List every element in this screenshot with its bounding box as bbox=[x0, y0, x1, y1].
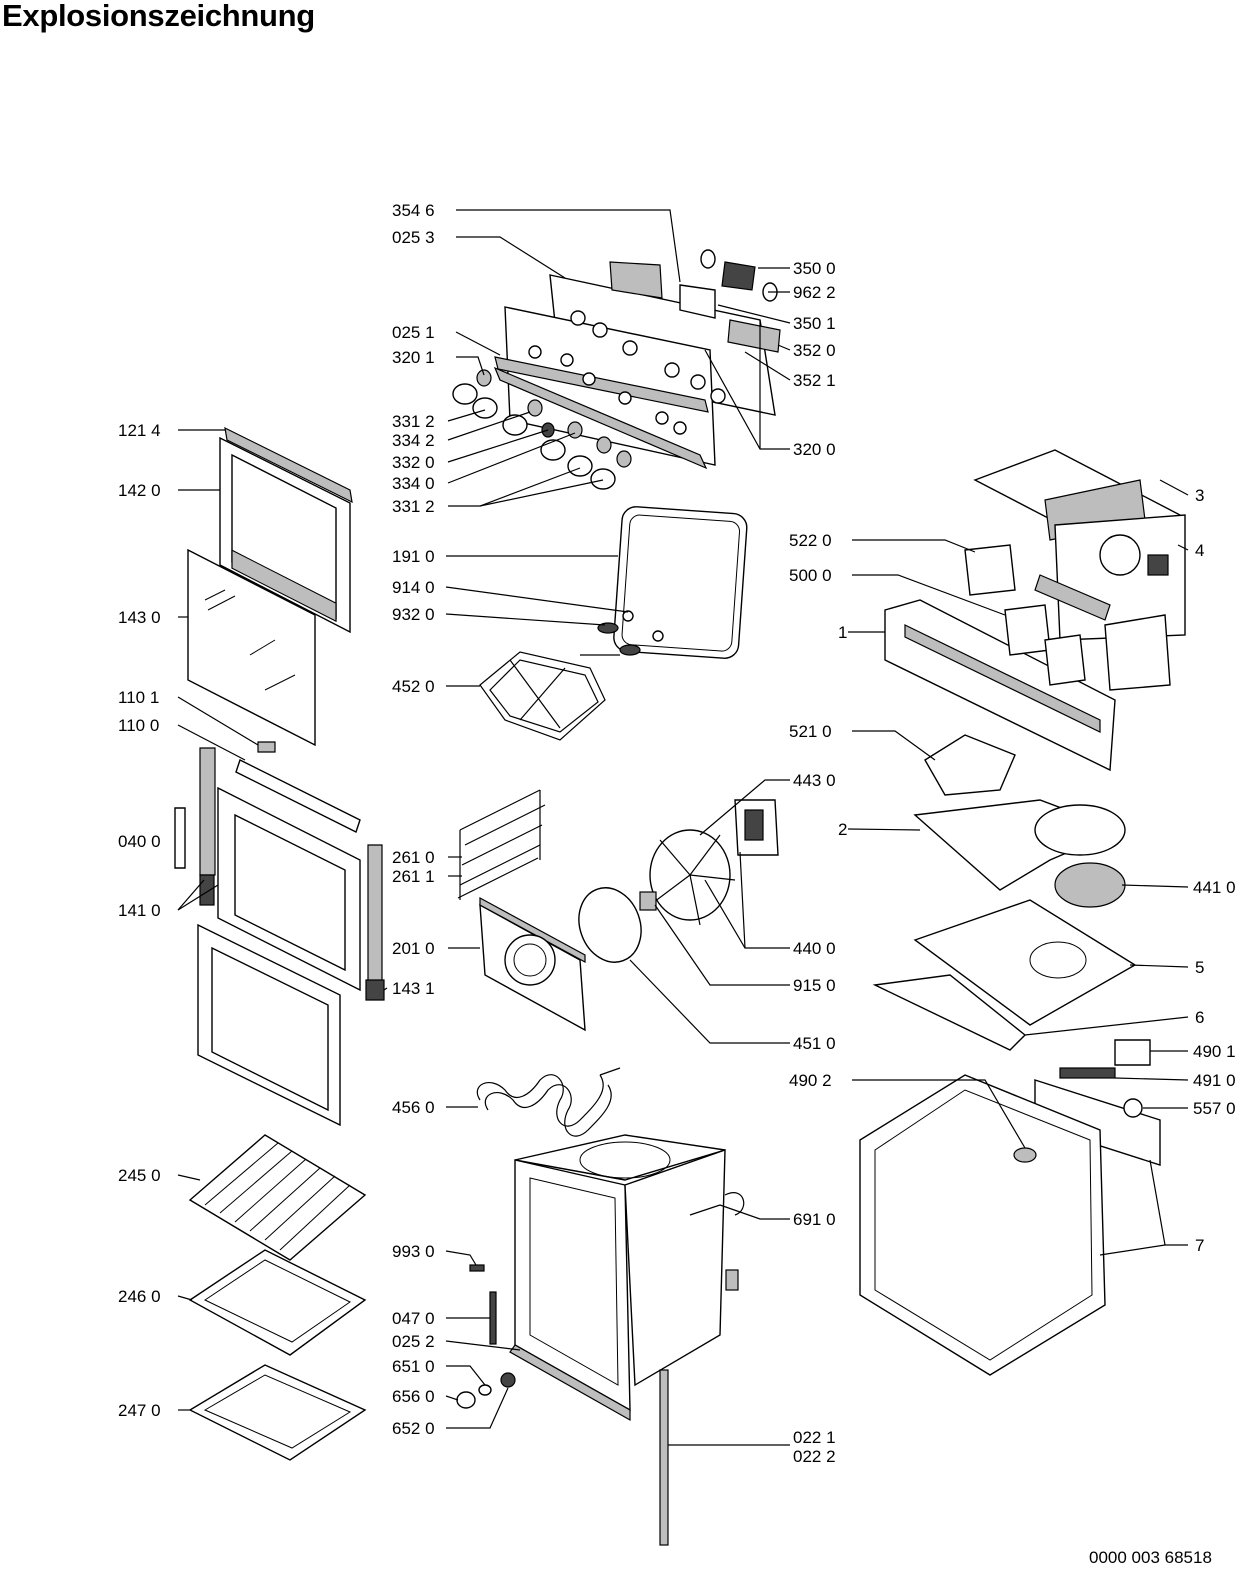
callout-350-0: 350 0 bbox=[793, 259, 836, 278]
control-panel-group bbox=[493, 249, 781, 470]
callout-451-0: 451 0 bbox=[793, 1034, 836, 1053]
lower-heater bbox=[476, 1067, 621, 1137]
callout-143-0: 143 0 bbox=[118, 608, 161, 627]
callout-141-0: 141 0 bbox=[118, 901, 161, 920]
callout-047-0: 047 0 bbox=[392, 1309, 435, 1328]
door-assembly bbox=[174, 426, 385, 1127]
callout-490-2: 490 2 bbox=[789, 1071, 832, 1090]
callout-110-0: 110 0 bbox=[118, 716, 159, 735]
callout-962-2: 962 2 bbox=[793, 283, 836, 302]
callout-652-0: 652 0 bbox=[392, 1419, 435, 1438]
callout-247-0: 247 0 bbox=[118, 1401, 161, 1420]
document-number: 0000 003 68518 bbox=[1089, 1548, 1212, 1567]
callout-246-0: 246 0 bbox=[118, 1287, 161, 1306]
callout-500-0: 500 0 bbox=[789, 566, 832, 585]
callout-352-1: 352 1 bbox=[793, 371, 836, 390]
callout-2: 2 bbox=[838, 820, 847, 839]
callout-331-2-a: 331 2 bbox=[392, 412, 435, 431]
callout-5: 5 bbox=[1195, 958, 1204, 977]
racks-and-trays bbox=[188, 1134, 367, 1461]
housing-assemblies bbox=[859, 449, 1186, 1376]
callout-201-0: 201 0 bbox=[392, 939, 435, 958]
callout-452-0: 452 0 bbox=[392, 677, 435, 696]
callout-443-0: 443 0 bbox=[793, 771, 836, 790]
callout-915-0: 915 0 bbox=[793, 976, 836, 995]
callout-022-2: 022 2 bbox=[793, 1447, 836, 1466]
callout-656-0: 656 0 bbox=[392, 1387, 435, 1406]
callout-334-0: 334 0 bbox=[392, 474, 435, 493]
callout-142-0: 142 0 bbox=[118, 481, 161, 500]
callout-6: 6 bbox=[1195, 1008, 1204, 1027]
callout-7: 7 bbox=[1195, 1236, 1204, 1255]
callout-440-0: 440 0 bbox=[793, 939, 836, 958]
callout-143-1: 143 1 bbox=[392, 979, 435, 998]
callout-025-2: 025 2 bbox=[392, 1332, 435, 1351]
callout-labels: 354 6 025 3 350 0 962 2 350 1 025 1 320 … bbox=[118, 201, 1236, 1466]
callout-025-3: 025 3 bbox=[392, 228, 435, 247]
callout-121-4: 121 4 bbox=[118, 421, 161, 440]
callout-691-0: 691 0 bbox=[793, 1210, 836, 1229]
callout-993-0: 993 0 bbox=[392, 1242, 435, 1261]
callout-4: 4 bbox=[1195, 541, 1204, 560]
callout-331-2-b: 331 2 bbox=[392, 497, 435, 516]
oven-interior-parts bbox=[457, 789, 779, 1032]
callout-441-0: 441 0 bbox=[1193, 878, 1236, 897]
callout-191-0: 191 0 bbox=[392, 547, 435, 566]
callout-456-0: 456 0 bbox=[392, 1098, 435, 1117]
callout-651-0: 651 0 bbox=[392, 1357, 435, 1376]
callout-522-0: 522 0 bbox=[789, 531, 832, 550]
callout-022-1: 022 1 bbox=[793, 1428, 836, 1447]
callout-332-0: 332 0 bbox=[392, 453, 435, 472]
callout-320-0: 320 0 bbox=[793, 440, 836, 459]
leader-lines bbox=[177, 209, 1189, 1446]
callout-352-0: 352 0 bbox=[793, 341, 836, 360]
page-title: Explosionszeichnung bbox=[2, 0, 315, 33]
callout-1: 1 bbox=[838, 623, 847, 642]
callout-914-0: 914 0 bbox=[392, 578, 435, 597]
callout-490-1: 490 1 bbox=[1193, 1042, 1236, 1061]
callout-491-0: 491 0 bbox=[1193, 1071, 1236, 1090]
callout-350-1: 350 1 bbox=[793, 314, 836, 333]
callout-334-2: 334 2 bbox=[392, 431, 435, 450]
callout-557-0: 557 0 bbox=[1193, 1099, 1236, 1118]
callout-932-0: 932 0 bbox=[392, 605, 435, 624]
callout-025-1: 025 1 bbox=[392, 323, 435, 342]
callout-261-0: 261 0 bbox=[392, 848, 435, 867]
seal-and-top-heater bbox=[479, 506, 748, 741]
callout-521-0: 521 0 bbox=[789, 722, 832, 741]
callout-3: 3 bbox=[1195, 486, 1204, 505]
callout-320-1: 320 1 bbox=[392, 348, 435, 367]
callout-354-6: 354 6 bbox=[392, 201, 435, 220]
oven-cavity bbox=[456, 1134, 745, 1546]
callout-040-0: 040 0 bbox=[118, 832, 161, 851]
callout-245-0: 245 0 bbox=[118, 1166, 161, 1185]
callout-261-1: 261 1 bbox=[392, 867, 435, 886]
callout-110-1: 110 1 bbox=[118, 688, 159, 707]
